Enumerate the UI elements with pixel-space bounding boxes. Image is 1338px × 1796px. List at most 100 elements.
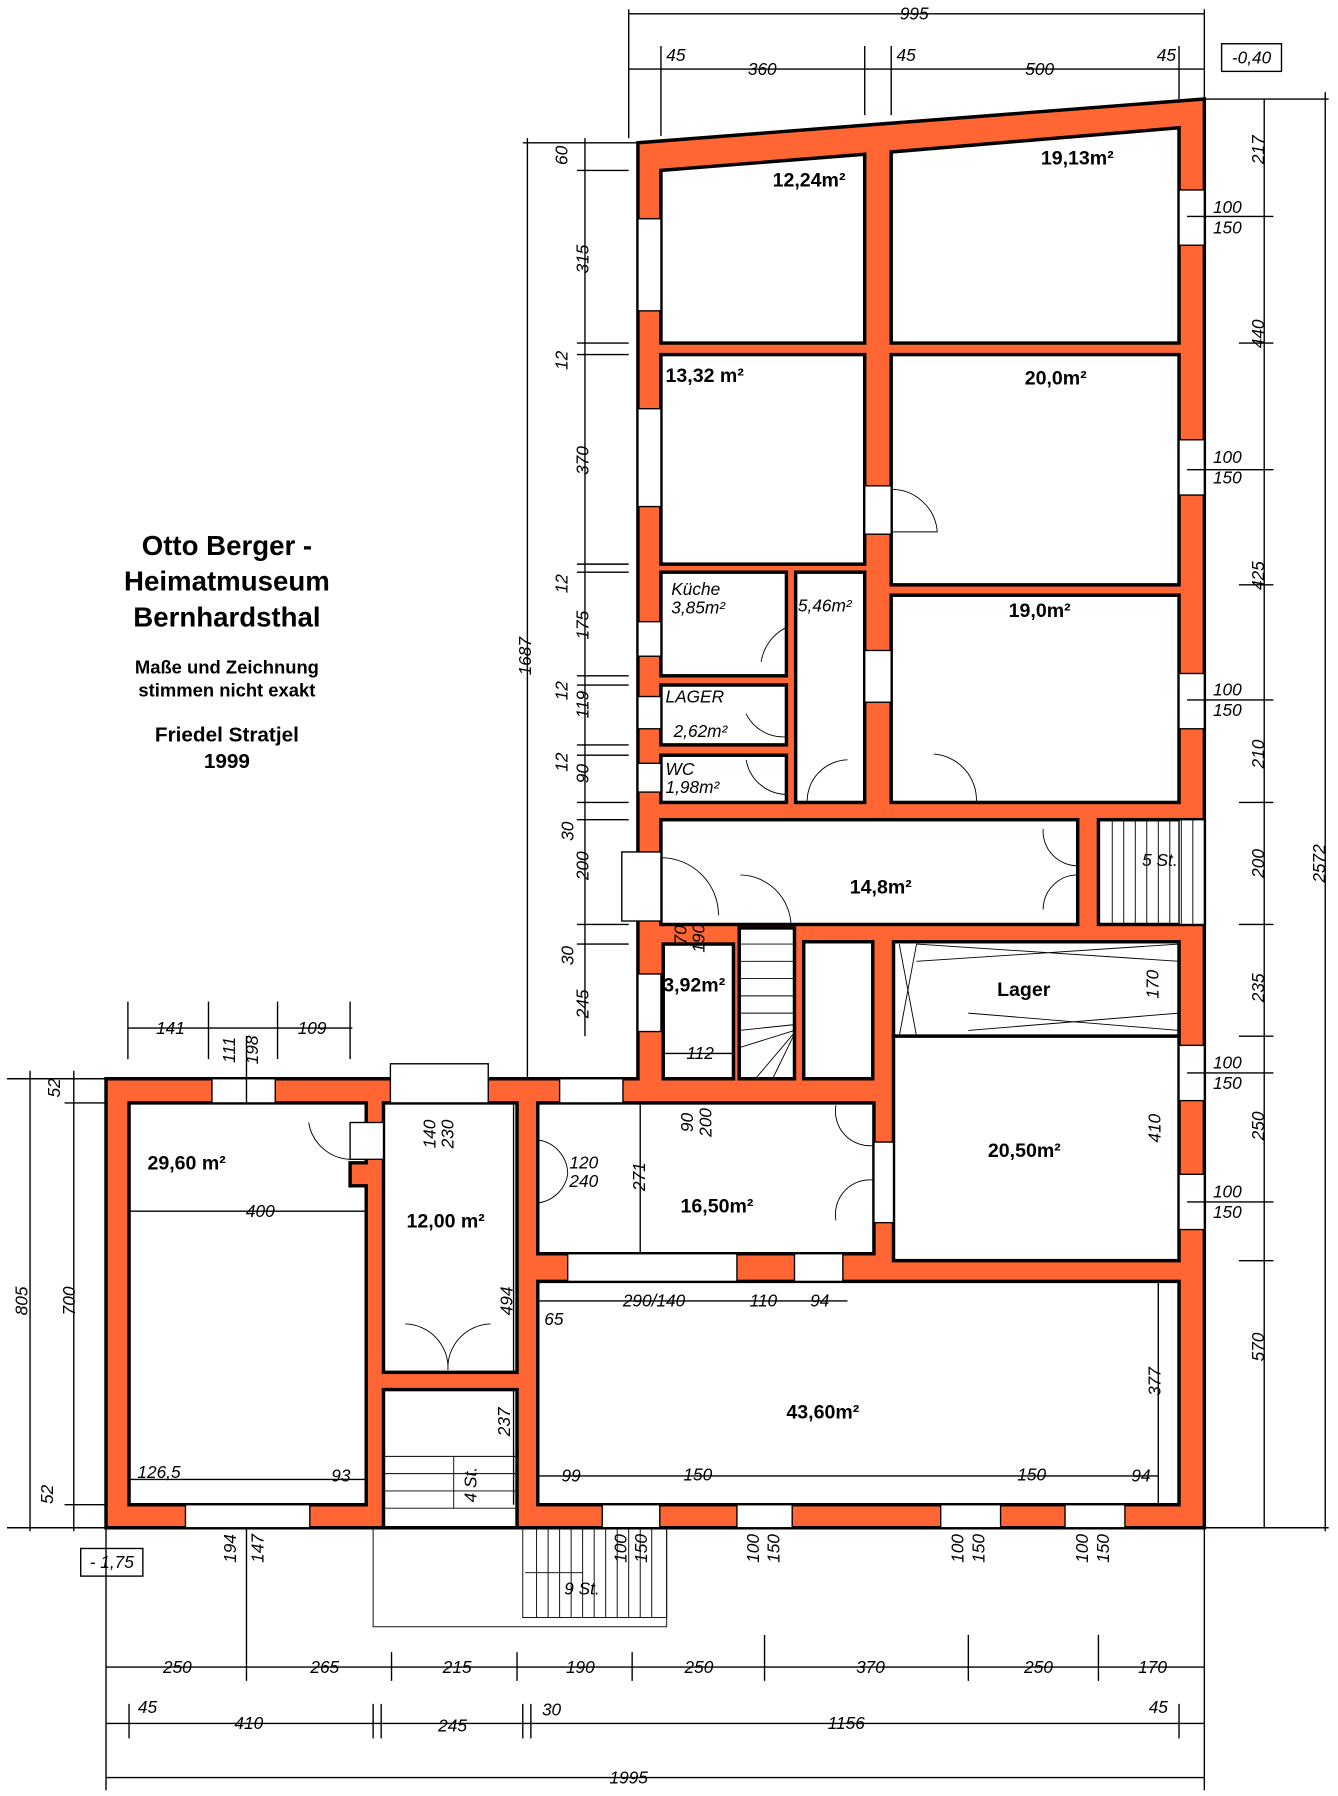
dimension-label: 109 — [298, 1018, 327, 1038]
dimension-label: 119 — [572, 690, 592, 718]
room-43-60 — [536, 1279, 1181, 1507]
dimension-label: 370 — [572, 446, 592, 475]
dimension-label: 12 — [552, 350, 572, 370]
room-label: Küche — [671, 579, 720, 599]
dimension-label: 210 — [1248, 739, 1268, 769]
dimension-label: 315 — [572, 244, 592, 273]
dimension-label: 494 — [496, 1287, 516, 1316]
dimension-label: 150 — [1093, 1534, 1113, 1563]
dimension-label: 52 — [44, 1078, 64, 1098]
title-line: Bernhardsthal — [133, 601, 320, 632]
room-label: 12,00 m² — [407, 1210, 486, 1232]
dimension-label: 235 — [1248, 973, 1268, 1003]
dimension-label: 250 — [162, 1657, 192, 1677]
dimension-label: 90 — [572, 764, 592, 784]
dimension-label: 30 — [542, 1699, 562, 1719]
level-upper: -0,40 — [1232, 47, 1272, 67]
level-lower: - 1,75 — [90, 1552, 135, 1572]
dimension-label: 52 — [37, 1484, 57, 1504]
room-label: 3,85m² — [671, 598, 726, 618]
dimension-label: 100 — [1213, 679, 1242, 699]
room-label: 16,50m² — [681, 1195, 754, 1217]
room-3-92 — [661, 942, 736, 1081]
rooms — [127, 125, 1207, 1530]
dimension-label: 360 — [748, 59, 777, 79]
room-label: 19,13m² — [1041, 148, 1114, 170]
title-line: Heimatmuseum — [124, 566, 330, 597]
dimension-label: 100 — [743, 1534, 763, 1563]
room-label: 5,46m² — [798, 595, 853, 615]
room-hall — [659, 817, 1080, 927]
title-block: Otto Berger - Heimatmuseum Bernhardsthal… — [124, 530, 330, 773]
dimension-label: 150 — [968, 1534, 988, 1563]
dimension-label: 170 — [1142, 970, 1162, 999]
dimension-label: 150 — [683, 1465, 712, 1485]
room-label: 1,98m² — [666, 777, 721, 797]
windows — [184, 189, 1206, 1529]
dimension-label: 45 — [1157, 45, 1177, 65]
dimension-label: 250 — [684, 1657, 714, 1677]
dimension-label: 150 — [1017, 1465, 1046, 1485]
dimension-lines — [7, 9, 1329, 1791]
dimension-label: 170 — [1138, 1657, 1167, 1677]
room-20-0 — [889, 352, 1181, 587]
dimension-label: 2572 — [1309, 844, 1329, 884]
dimension-label: 12 — [552, 681, 572, 701]
dimension-label: 99 — [562, 1466, 582, 1486]
dimension-label: 30 — [557, 946, 577, 966]
dimension-label: 1995 — [610, 1767, 649, 1787]
dimension-label: 150 — [1213, 1202, 1242, 1222]
dimension-label: 126,5 — [137, 1462, 181, 1482]
dimension-label: 150 — [764, 1534, 784, 1563]
room-label: 14,8m² — [850, 876, 912, 898]
room-label: 20,0m² — [1025, 368, 1087, 390]
dimension-label: 111 — [219, 1037, 239, 1063]
dimension-label: 1156 — [828, 1713, 865, 1733]
note-line: stimmen nicht exakt — [138, 680, 315, 701]
dimension-label: 440 — [1248, 319, 1268, 348]
room-lager-small — [659, 683, 789, 747]
dimension-label: 60 — [552, 145, 572, 165]
dimension-label: 190 — [689, 923, 709, 952]
dimension-label: 93 — [331, 1466, 351, 1486]
room-label: 20,50m² — [988, 1140, 1061, 1162]
room-19-13 — [889, 125, 1181, 345]
dimension-label: 200 — [1248, 849, 1268, 879]
stair-label: 9 St. — [564, 1579, 599, 1599]
dimension-label: 94 — [1131, 1466, 1150, 1486]
author-year: 1999 — [204, 750, 250, 773]
dimension-label: 271 — [629, 1162, 649, 1192]
room-label: Lager — [997, 979, 1051, 1001]
dimension-label: 370 — [856, 1657, 885, 1677]
dimension-label: 70 — [670, 925, 690, 945]
dimension-label: 190 — [566, 1657, 595, 1677]
room-label: 29,60 m² — [147, 1153, 226, 1175]
dimension-label: 237 — [494, 1406, 514, 1437]
dimension-label: 240 — [568, 1171, 598, 1191]
dimension-label: 65 — [544, 1309, 564, 1329]
dimension-label: 100 — [1213, 197, 1242, 217]
dimension-label: 150 — [631, 1534, 651, 1563]
dimension-label: 45 — [666, 45, 686, 65]
dimension-label: 12 — [552, 574, 572, 594]
room-stair-4 — [381, 1387, 519, 1530]
dimension-label: 200 — [696, 1108, 716, 1138]
dimension-label: 995 — [900, 4, 929, 24]
room-labels: 12,24m² 19,13m² 13,32 m² 20,0m² Küche 3,… — [147, 148, 1177, 1599]
dimension-label: 194 — [220, 1534, 240, 1563]
dimension-label: 100 — [1213, 1181, 1242, 1201]
room-label: 43,60m² — [786, 1401, 859, 1423]
dimension-label: 100 — [1213, 447, 1242, 467]
room-lager — [891, 940, 1181, 1038]
dimension-label: 410 — [1145, 1113, 1165, 1142]
level-box-lower — [80, 1547, 144, 1577]
room-label: 12,24m² — [773, 170, 846, 192]
dimension-label: 290/140 — [622, 1291, 686, 1311]
dimension-label: 120 — [569, 1153, 598, 1173]
room-label: 19,0m² — [1009, 600, 1071, 622]
room-wc — [659, 753, 789, 805]
room-19-0 — [889, 593, 1181, 805]
dimension-label: 45 — [897, 45, 917, 65]
dimension-label: 100 — [948, 1534, 968, 1563]
